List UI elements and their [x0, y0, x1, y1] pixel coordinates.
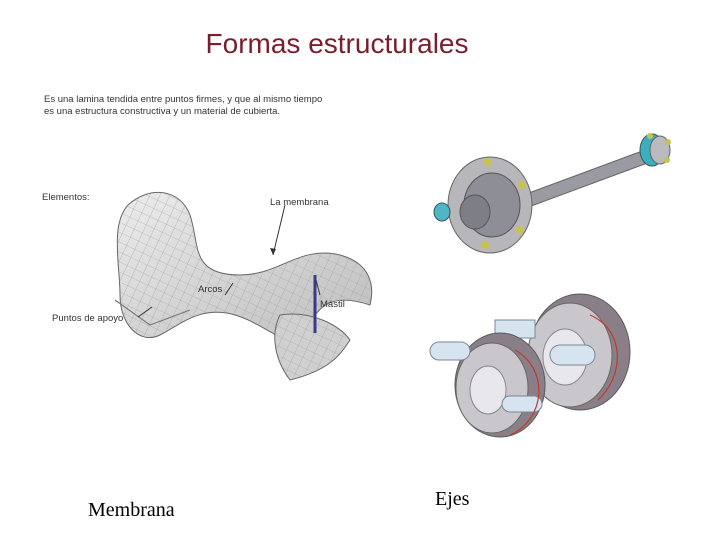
caption-axes: Ejes: [435, 488, 470, 510]
callout-mast: Mástil: [320, 299, 345, 310]
callout-membrane: La membrana: [270, 197, 329, 208]
axle-shaft-illustration: [433, 133, 671, 254]
caption-membrane: Membrana: [88, 499, 175, 521]
description-line-1: Es una lamina tendida entre puntos firme…: [44, 94, 323, 105]
slide-title: Formas estructurales: [205, 28, 469, 59]
membrane-illustration: [114, 191, 373, 381]
callout-arches: Arcos: [198, 284, 223, 295]
elements-label: Elementos:: [42, 192, 90, 203]
membrane-description: Es una lamina tendida entre puntos firme…: [44, 94, 384, 118]
gear-rollers-illustration: [429, 293, 631, 438]
callout-supports: Puntos de apoyo: [52, 313, 124, 324]
description-line-2: es una estructura constructiva y un mate…: [44, 106, 281, 117]
